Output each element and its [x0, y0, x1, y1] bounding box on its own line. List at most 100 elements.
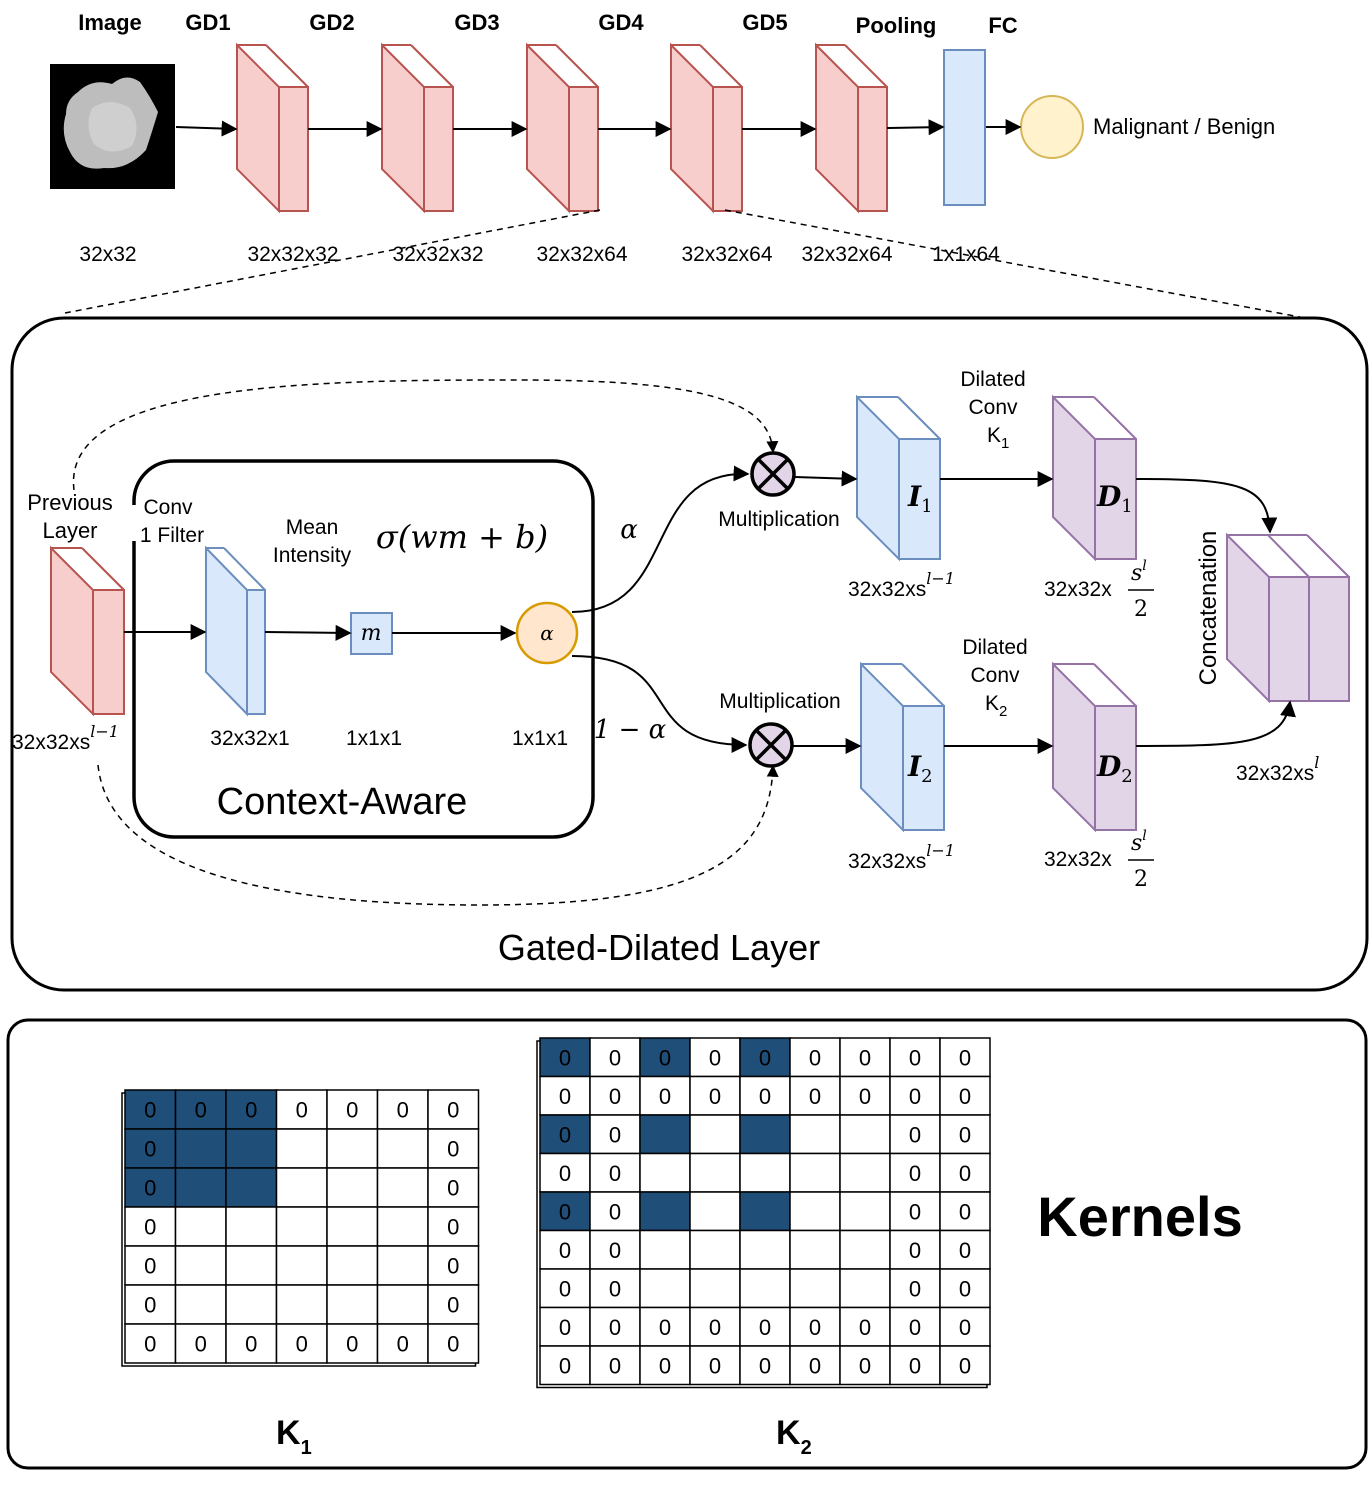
arrow-d1-concat: [1135, 478, 1278, 534]
k2-cell-value: 0: [609, 1276, 621, 1301]
pooling-block: [815, 42, 888, 214]
k2-cell-value: 0: [609, 1045, 621, 1070]
k2-cell-value: 0: [559, 1315, 571, 1340]
k1-cell-6-1: [174, 1323, 227, 1364]
k2-cell-value: 0: [959, 1315, 971, 1340]
zoom-line-right: [724, 209, 1301, 318]
k2-cell-4-3: [689, 1191, 741, 1232]
k1-cell-0-1: [174, 1089, 227, 1130]
output-dim: 32x32xsl: [1236, 753, 1319, 785]
k1-cell-5-1: [174, 1284, 227, 1325]
k2-cell-value: 0: [809, 1353, 821, 1378]
k2-cell-value: 0: [809, 1045, 821, 1070]
k1-cell-2-6: [427, 1167, 480, 1208]
d2-symbol: D2: [1096, 750, 1133, 787]
k2-cell-value: 0: [609, 1084, 621, 1109]
k2-cell-5-8: [939, 1229, 991, 1270]
k1-cell-value: 0: [447, 1137, 459, 1162]
layer-title: Gated-Dilated Layer: [498, 927, 820, 968]
k2-cell-3-2: [639, 1152, 691, 1193]
arrow-conv-m: [264, 624, 352, 641]
dim-gd1: 32x32x32: [247, 243, 338, 266]
alpha-to-mult2-curve: [571, 655, 748, 753]
output-label: Malignant / Benign: [1093, 114, 1275, 139]
k2-cell-6-4: [739, 1268, 791, 1309]
k2-cell-3-7: [889, 1152, 941, 1193]
multiply-node-1: [750, 451, 796, 497]
k1-cell-1-3: [275, 1128, 328, 1169]
k2-cell-value: 0: [909, 1238, 921, 1263]
arrow-d2-concat: [1135, 700, 1296, 747]
k1-cell-value: 0: [195, 1098, 207, 1123]
k2-cell-7-0: [539, 1306, 591, 1347]
k2-cell-8-0: [539, 1345, 591, 1386]
stage-label-gd4: GD4: [598, 10, 644, 35]
k2-cell-2-5: [789, 1114, 841, 1155]
k2-cell-4-8: [939, 1191, 991, 1232]
k1-cell-value: 0: [397, 1098, 409, 1123]
stage-label-pooling: Pooling: [856, 13, 937, 38]
k2-cell-3-0: [539, 1152, 591, 1193]
multiply-node-2: [748, 722, 794, 768]
k2-cell-value: 0: [759, 1084, 771, 1109]
k2-cell-3-1: [589, 1152, 641, 1193]
k2-cell-3-5: [789, 1152, 841, 1193]
k2-cell-value: 0: [859, 1045, 871, 1070]
k1-cell-3-2: [225, 1206, 278, 1247]
k1-cell-value: 0: [245, 1098, 257, 1123]
d1-block: [1052, 394, 1137, 562]
conv-dim: 32x32x1: [210, 727, 289, 750]
k2-cell-value: 0: [909, 1353, 921, 1378]
context-aware-box: [132, 459, 595, 839]
k2-cell-value: 0: [709, 1084, 721, 1109]
k2-cell-value: 0: [959, 1353, 971, 1378]
k2-cell-value: 0: [859, 1353, 871, 1378]
k2-cell-value: 0: [909, 1161, 921, 1186]
k2-cell-4-4: [739, 1191, 791, 1232]
k1-cell-1-2: [225, 1128, 278, 1169]
k2-cell-5-2: [639, 1229, 691, 1270]
k2-cell-5-4: [739, 1229, 791, 1270]
k1-cell-value: 0: [346, 1098, 358, 1123]
k1-cell-3-6: [427, 1206, 480, 1247]
k2-cell-7-2: [639, 1306, 691, 1347]
k2-cell-value: 0: [659, 1084, 671, 1109]
k1-cell-1-1: [174, 1128, 227, 1169]
k2-cell-1-5: [789, 1075, 841, 1116]
k1-cell-value: 0: [245, 1332, 257, 1357]
skip-dashed-bottom: [97, 764, 779, 906]
i1-dim: 32x32xsl−1: [848, 569, 955, 601]
k2-cell-value: 0: [759, 1315, 771, 1340]
k2-cell-value: 0: [959, 1122, 971, 1147]
k2-cell-8-2: [639, 1345, 691, 1386]
k2-cell-7-1: [589, 1306, 641, 1347]
k2-cell-value: 0: [659, 1315, 671, 1340]
k1-cell-2-1: [174, 1167, 227, 1208]
k2-cell-3-6: [839, 1152, 891, 1193]
k2-cell-4-2: [639, 1191, 691, 1232]
k2-cell-value: 0: [859, 1084, 871, 1109]
zoom-line-left: [64, 209, 601, 314]
k2-cell-value: 0: [559, 1045, 571, 1070]
k2-cell-1-8: [939, 1075, 991, 1116]
k2-cell-value: 0: [709, 1353, 721, 1378]
k2-cell-4-6: [839, 1191, 891, 1232]
k2-cell-value: 0: [709, 1315, 721, 1340]
i1-block: [856, 394, 941, 562]
stage-label-gd3: GD3: [454, 10, 499, 35]
k2-cell-value: 0: [559, 1122, 571, 1147]
dilated-conv-1-line2: Conv: [968, 396, 1018, 419]
k1-cell-1-4: [326, 1128, 379, 1169]
k2-cell-value: 0: [959, 1045, 971, 1070]
output-node: [1020, 95, 1084, 159]
kernels-title: Kernels: [1037, 1185, 1242, 1248]
k2-cell-value: 0: [959, 1238, 971, 1263]
k2-cell-value: 0: [959, 1161, 971, 1186]
k2-cell-6-8: [939, 1268, 991, 1309]
k1-cell-value: 0: [447, 1215, 459, 1240]
k2-cell-value: 0: [659, 1045, 671, 1070]
k1-cell-2-5: [376, 1167, 429, 1208]
multiplication-label-2: Multiplication: [719, 690, 840, 713]
